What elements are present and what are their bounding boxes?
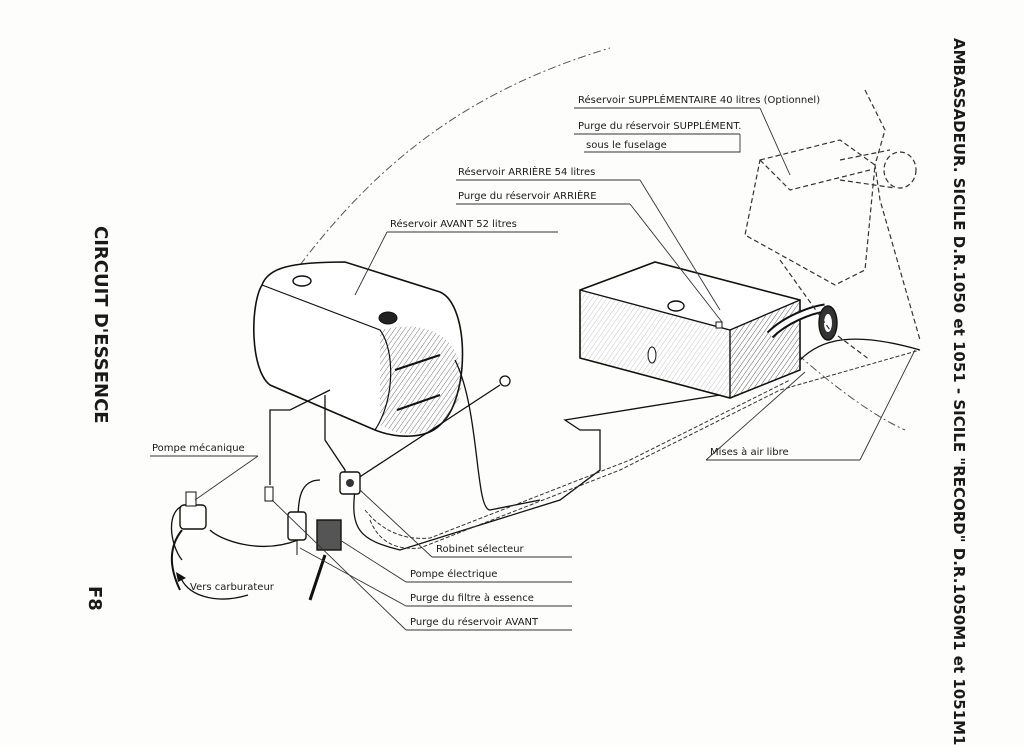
- label-pompe-mecanique: Pompe mécanique: [152, 443, 245, 454]
- vent-lines: [364, 349, 921, 549]
- rear-tank: [579, 261, 801, 399]
- mechanical-pump: [170, 491, 207, 591]
- front-tank-drain: [264, 486, 274, 502]
- label-reservoir-avant: Réservoir AVANT 52 litres: [390, 219, 517, 230]
- electric-pump: [308, 519, 342, 601]
- fuel-lines: [170, 338, 921, 561]
- to-carburettor-arrow: [179, 574, 249, 600]
- label-reservoir-supp: Réservoir SUPPLÉMENTAIRE 40 litres (Opti…: [578, 95, 821, 106]
- model-title: AMBASSADEUR. SICILE D.R.1050 et 1051 - S…: [950, 38, 968, 745]
- label-purge-avant: Purge du réservoir AVANT: [410, 617, 539, 628]
- label-robinet-selecteur: Robinet sélecteur: [436, 544, 524, 555]
- fuselage-lower-outline: [739, 299, 906, 431]
- fuel-filter: [287, 511, 307, 555]
- label-reservoir-arriere: Réservoir ARRIÈRE 54 litres: [458, 167, 596, 178]
- label-sous-fuselage: sous le fuselage: [586, 140, 667, 151]
- label-purge-filtre: Purge du filtre à essence: [410, 593, 534, 604]
- label-pompe-electrique: Pompe électrique: [410, 569, 498, 580]
- label-vers-carburateur: Vers carburateur: [190, 582, 274, 593]
- circuit-title: CIRCUIT D'ESSENCE: [90, 226, 111, 424]
- supplementary-tank: [744, 89, 921, 361]
- fuselage-outline: [299, 47, 611, 266]
- label-mises-air-libre: Mises à air libre: [710, 447, 789, 458]
- label-purge-arriere: Purge du réservoir ARRIÈRE: [458, 191, 597, 202]
- leader-lines: [150, 107, 916, 631]
- page-code: F8: [84, 586, 105, 611]
- front-tank: [253, 261, 464, 437]
- label-purge-supp: Purge du réservoir SUPPLÉMENT.: [578, 121, 742, 132]
- arrow-head-icon: [176, 572, 186, 582]
- selector-valve: [339, 471, 361, 495]
